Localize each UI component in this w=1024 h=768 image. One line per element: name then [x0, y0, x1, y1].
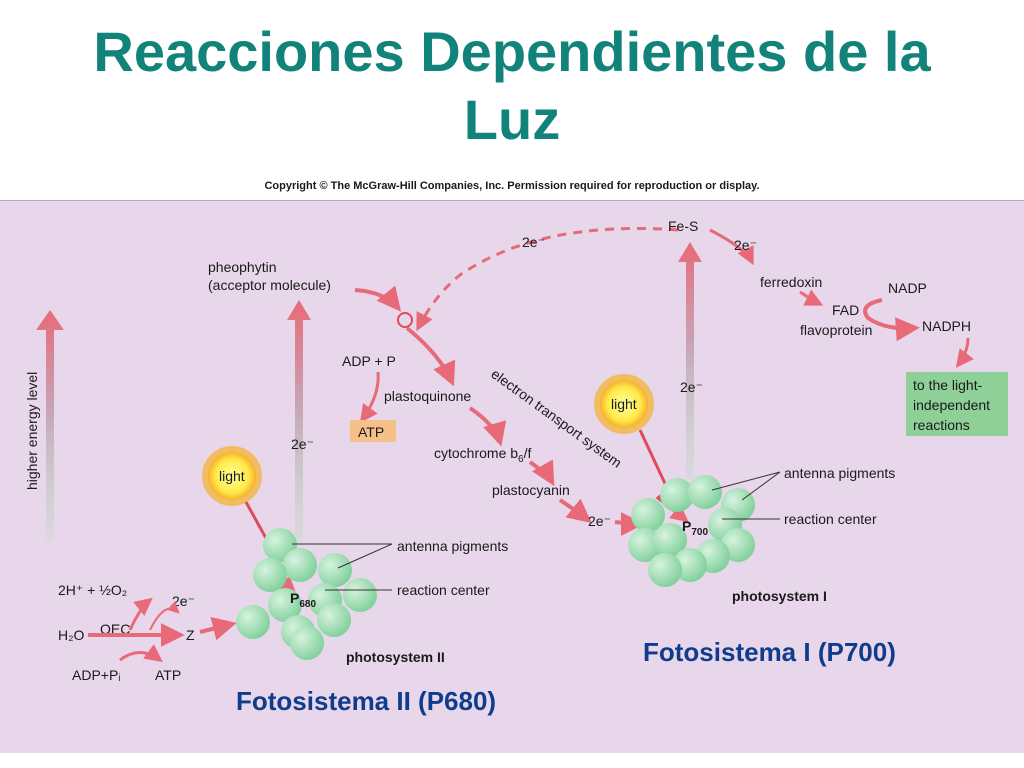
ps2-antenna-label: antenna pigments	[397, 538, 508, 554]
slide-title: Reacciones Dependientes de la Luz	[0, 18, 1024, 154]
light-independent-line3: reactions	[913, 417, 970, 433]
fes-2e-label: 2e⁻	[734, 237, 757, 253]
cytochrome-label: cytochrome b6/f	[434, 445, 531, 465]
ps1-antenna-line-1	[711, 471, 781, 491]
cyclic-electron-path	[416, 227, 679, 332]
ps1-antenna-line-2	[741, 471, 781, 501]
pheophytin-arrow	[354, 285, 402, 312]
energy-axis-arrow	[36, 310, 64, 540]
ps1-antenna-label: antenna pigments	[784, 465, 895, 481]
light-independent-line2: independent	[913, 397, 990, 413]
ps2-light-label: light	[219, 468, 245, 484]
ps1-reaction-center-label: reaction center	[784, 511, 877, 527]
atp-label: ATP	[358, 424, 384, 440]
caption-photosystem-i: Fotosistema I (P700)	[643, 637, 896, 667]
energy-axis: higher energy level	[24, 310, 64, 540]
water-2e-label: 2e⁻	[172, 593, 195, 609]
adp-pi-label: ADP+Pᵢ	[72, 667, 121, 683]
light-independent-box	[906, 372, 1008, 436]
ps2-pigment-cluster	[236, 528, 377, 660]
z-label: Z	[186, 627, 195, 643]
fe-s-label: Fe-S	[668, 218, 698, 234]
title-line-2: Luz	[463, 88, 561, 151]
ps1-light-icon: light	[594, 374, 654, 434]
z-to-p680-arrow	[199, 617, 237, 641]
pheophytin-label: pheophytin	[208, 259, 277, 275]
h2o-label: H₂O	[58, 627, 85, 643]
adp-p-label: ADP + P	[342, 353, 396, 369]
nadp-reduction-arrow	[863, 298, 920, 342]
nadph-label: NADPH	[922, 318, 971, 334]
adp-to-atp-arrow	[119, 644, 163, 663]
chain-arrow-1	[405, 326, 456, 387]
fes-arrow	[709, 228, 754, 266]
ferredoxin-arrow	[799, 289, 824, 306]
ferredoxin-label: ferredoxin	[760, 274, 822, 290]
plastocyanin-label: plastocyanin	[492, 482, 570, 498]
plastoquinone-label: plastoquinone	[384, 388, 471, 404]
ps2-excitation-arrow	[287, 300, 311, 545]
p700-label: P700	[682, 518, 708, 538]
chain-arrow-2	[468, 406, 507, 447]
atp-box	[350, 420, 396, 442]
caption-photosystem-ii: Fotosistema II (P680)	[236, 686, 496, 716]
water-split-arrow	[128, 597, 153, 631]
ps1-label: photosystem I	[732, 588, 827, 604]
ps1-2e-label: 2e⁻	[680, 379, 703, 395]
water-products-label: 2H⁺ + ½O₂	[58, 582, 127, 598]
light-independent-line1: to the light-	[913, 377, 983, 393]
energy-axis-label: higher energy level	[24, 372, 40, 490]
nadph-arrow	[955, 337, 974, 368]
photosystem-i: light P700 antenna pigments reaction cen…	[594, 374, 895, 604]
electron-release-arrow	[149, 601, 180, 631]
ps2-2e-label: 2e⁻	[291, 436, 314, 452]
ps1-light-label: light	[611, 396, 637, 412]
small-atp-label: ATP	[155, 667, 181, 683]
plastocyanin-2e-label: 2e⁻	[588, 513, 611, 529]
acceptor-circle	[397, 312, 413, 328]
chain-arrow-3	[528, 459, 555, 487]
photosystem-ii: light P680 antenna pigments reaction cen…	[202, 446, 508, 665]
ps2-label: photosystem II	[346, 649, 445, 665]
nadp-label: NADP	[888, 280, 927, 296]
chain-arrow-4	[558, 498, 592, 523]
flavoprotein-label: flavoprotein	[800, 322, 872, 338]
ps2-antenna-line-2	[337, 543, 393, 569]
fad-label: FAD	[832, 302, 859, 318]
acceptor-molecule-label: (acceptor molecule)	[208, 277, 331, 293]
cyclic-2e-label: 2e⁻	[522, 234, 545, 250]
atp-synthesis-arrow	[359, 371, 380, 423]
p680-label: P680	[290, 590, 316, 610]
ps2-light-icon: light	[202, 446, 262, 506]
copyright-notice: Copyright © The McGraw-Hill Companies, I…	[264, 180, 760, 192]
ps2-reaction-center-label: reaction center	[397, 582, 490, 598]
title-line-1: Reacciones Dependientes de la	[93, 20, 931, 83]
ps1-pigment-cluster	[628, 475, 755, 587]
diagram-panel	[0, 200, 1024, 753]
ps1-excitation-arrow	[678, 242, 702, 480]
water-splitting: 2H⁺ + ½O₂ OEC H₂O 2e⁻ Z ADP+Pᵢ ATP	[58, 582, 237, 683]
